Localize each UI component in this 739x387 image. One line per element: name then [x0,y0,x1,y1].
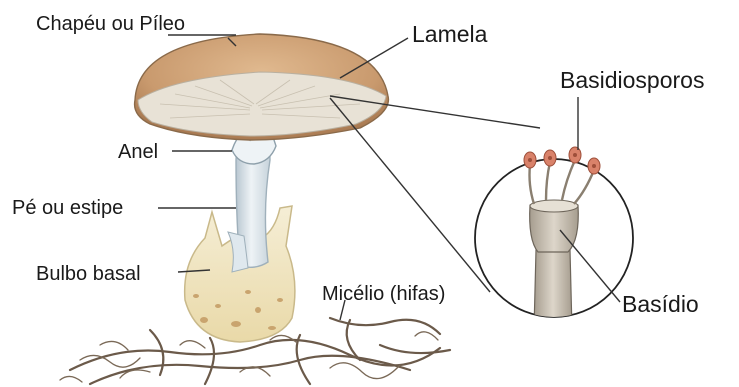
label-ring: Anel [118,141,158,163]
basidium-detail [475,147,633,330]
label-gill: Lamela [412,21,488,47]
label-mycelium: Micélio (hifas) [322,283,445,305]
label-basidiospores: Basidiosporos [560,67,704,93]
label-basidium: Basídio [622,291,699,317]
label-cap: Chapéu ou Píleo [36,13,185,35]
zoom-line-lower [330,98,490,292]
label-bulb: Bulbo basal [36,263,141,285]
cap [135,34,389,140]
label-stalk: Pé ou estipe [12,197,123,219]
